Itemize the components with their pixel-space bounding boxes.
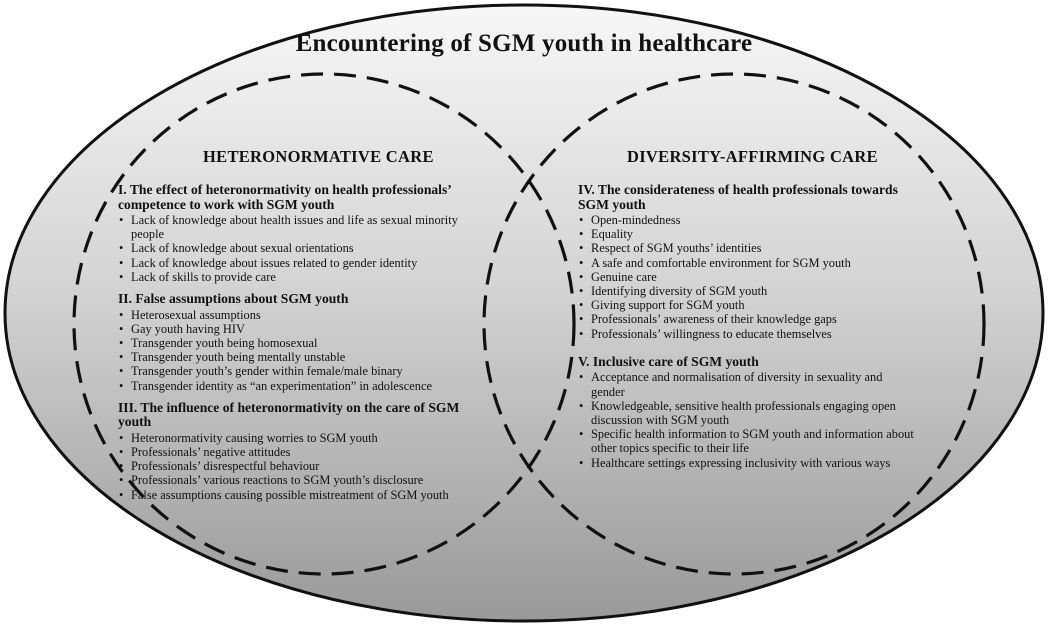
bullet-list: Acceptance and normalisation of diversit… — [578, 370, 918, 470]
section-heading: IV. The considerateness of health profes… — [578, 182, 898, 212]
list-item: Healthcare settings expressing inclusivi… — [578, 456, 918, 470]
list-item: Professionals’ disrespectful behaviour — [118, 459, 473, 473]
list-item: Heterosexual assumptions — [118, 308, 473, 322]
right-dashed-circle — [482, 72, 986, 576]
section-3: III. The influence of heteronormativity … — [118, 399, 473, 502]
list-item: Lack of knowledge about issues related t… — [118, 256, 473, 270]
list-item: Open-mindedness — [578, 213, 918, 227]
list-item: A safe and comfortable environment for S… — [578, 256, 918, 270]
list-item: Lack of knowledge about health issues an… — [118, 213, 473, 241]
bullet-list: Heterosexual assumptions Gay youth havin… — [118, 308, 473, 393]
list-item: Transgender youth being homosexual — [118, 336, 473, 350]
bullet-list: Heteronormativity causing worries to SGM… — [118, 431, 473, 502]
list-item: Lack of skills to provide care — [118, 270, 473, 284]
section-heading: V. Inclusive care of SGM youth — [578, 353, 759, 369]
list-item: Knowledgeable, sensitive health professi… — [578, 399, 918, 427]
section-2: II. False assumptions about SGM youth He… — [118, 292, 473, 393]
section-1: I. The effect of heteronormativity on he… — [118, 182, 473, 284]
list-item: Identifying diversity of SGM youth — [578, 284, 918, 298]
section-heading: II. False assumptions about SGM youth — [118, 291, 349, 307]
section-4: IV. The considerateness of health profes… — [578, 182, 918, 341]
list-item: Specific health information to SGM youth… — [578, 427, 918, 455]
list-item: Transgender youth being mentally unstabl… — [118, 350, 473, 364]
bullet-list: Lack of knowledge about health issues an… — [118, 213, 473, 284]
left-dashed-circle — [72, 72, 576, 576]
section-5: V. Inclusive care of SGM youth Acceptanc… — [578, 353, 918, 470]
diagram-title: Encountering of SGM youth in healthcare — [295, 30, 753, 57]
list-item: Heteronormativity causing worries to SGM… — [118, 431, 473, 445]
list-item: Professionals’ awareness of their knowle… — [578, 312, 918, 326]
bullet-list: Open-mindedness Equality Respect of SGM … — [578, 213, 918, 341]
list-item: Acceptance and normalisation of diversit… — [578, 370, 918, 398]
list-item: Transgender identity as “an experimentat… — [118, 379, 473, 393]
list-item: Genuine care — [578, 270, 918, 284]
list-item: Transgender youth’s gender within female… — [118, 364, 473, 378]
list-item: Professionals’ willingness to educate th… — [578, 327, 918, 341]
heteronormative-care-heading: HETERONORMATIVE CARE — [203, 147, 434, 166]
diversity-affirming-care-heading: DIVERSITY-AFFIRMING CARE — [627, 147, 878, 166]
list-item: Respect of SGM youths’ identities — [578, 241, 918, 255]
list-item: Giving support for SGM youth — [578, 298, 918, 312]
section-heading: III. The influence of heteronormativity … — [118, 399, 460, 430]
list-item: False assumptions causing possible mistr… — [118, 488, 473, 502]
section-heading: I. The effect of heteronormativity on he… — [118, 182, 451, 212]
list-item: Lack of knowledge about sexual orientati… — [118, 241, 473, 255]
list-item: Equality — [578, 227, 918, 241]
list-item: Gay youth having HIV — [118, 322, 473, 336]
list-item: Professionals’ negative attitudes — [118, 445, 473, 459]
heteronormative-care-panel: HETERONORMATIVE CARE I. The effect of he… — [118, 148, 473, 510]
diversity-affirming-care-panel: DIVERSITY-AFFIRMING CARE IV. The conside… — [578, 148, 918, 478]
list-item: Professionals’ various reactions to SGM … — [118, 473, 473, 487]
